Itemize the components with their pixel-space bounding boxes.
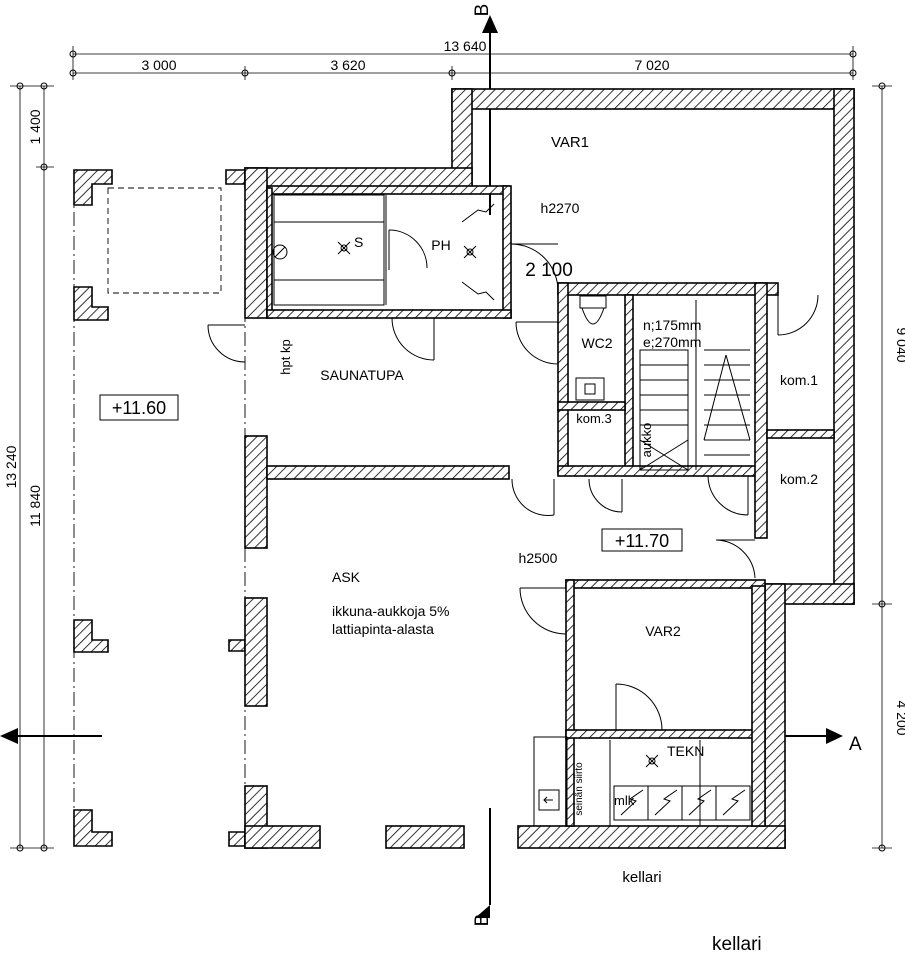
- dim-total-width: 13 640: [444, 38, 487, 54]
- dim-right-upper: 9 040: [894, 327, 905, 362]
- section-mark-b-bottom: B: [472, 914, 493, 927]
- window-note-2: lattiapinta-alasta: [332, 621, 434, 637]
- hpt-kp-label: hpt kp: [278, 339, 293, 374]
- floor-name-plan: kellari: [622, 869, 661, 886]
- mlk-label: mlk: [614, 793, 635, 808]
- room-kom1: kom.1: [780, 372, 818, 388]
- interior-walls: [266, 185, 835, 827]
- staircase: [639, 300, 751, 471]
- fixtures: [272, 203, 751, 827]
- level-box-hall: [601, 528, 683, 552]
- section-mark-a-right: A: [849, 734, 862, 755]
- dim-stair-width: 2 100: [525, 260, 573, 281]
- dim-top-left: 1 400: [27, 109, 43, 144]
- dimension-lines-left: [10, 82, 54, 852]
- room-saunatupa: SAUNATUPA: [320, 367, 404, 383]
- wall-move-label: seinän siirto: [574, 762, 585, 816]
- room-sauna: S: [354, 234, 363, 250]
- dimension-lines-top: [69, 46, 857, 80]
- dim-segment-2: 3 620: [330, 57, 365, 73]
- floor-title: kellari: [712, 934, 762, 955]
- light-symbols: [337, 241, 659, 768]
- room-ph: PH: [431, 237, 450, 253]
- room-kom3: kom.3: [576, 411, 611, 426]
- doors: [207, 229, 819, 731]
- dimension-lines-right: [872, 82, 892, 852]
- section-mark-b-top: B: [472, 4, 493, 17]
- window-note-1: ikkuna-aukkoja 5%: [332, 603, 450, 619]
- level-box-terrace: [99, 394, 179, 421]
- dim-left-inner: 11 840: [27, 485, 43, 527]
- room-ask: ASK: [332, 569, 361, 585]
- room-var1: VAR1: [551, 134, 589, 151]
- room-tekn: TEKN: [667, 743, 704, 759]
- exterior-walls: [244, 88, 855, 849]
- level-terrace: +11.60: [112, 398, 166, 418]
- dim-right-lower: 4 200: [894, 700, 905, 735]
- room-wc2: WC2: [581, 335, 612, 351]
- room-kom2: kom.2: [780, 471, 818, 487]
- terrace-outline: [73, 169, 246, 847]
- section-line-b: [475, 15, 498, 918]
- level-hall: +11.70: [615, 531, 669, 551]
- dim-segment-1: 3 000: [141, 57, 176, 73]
- room-var1-height: h2270: [541, 200, 580, 216]
- room-var2: VAR2: [645, 623, 681, 639]
- stairs-run: e;270mm: [643, 334, 701, 350]
- aukko-label: aukko: [639, 423, 654, 458]
- room-ask-height: h2500: [519, 550, 558, 566]
- dim-segment-3: 7 020: [634, 57, 669, 73]
- stairs-rise: n;175mm: [643, 317, 701, 333]
- dim-total-height: 13 240: [3, 445, 19, 488]
